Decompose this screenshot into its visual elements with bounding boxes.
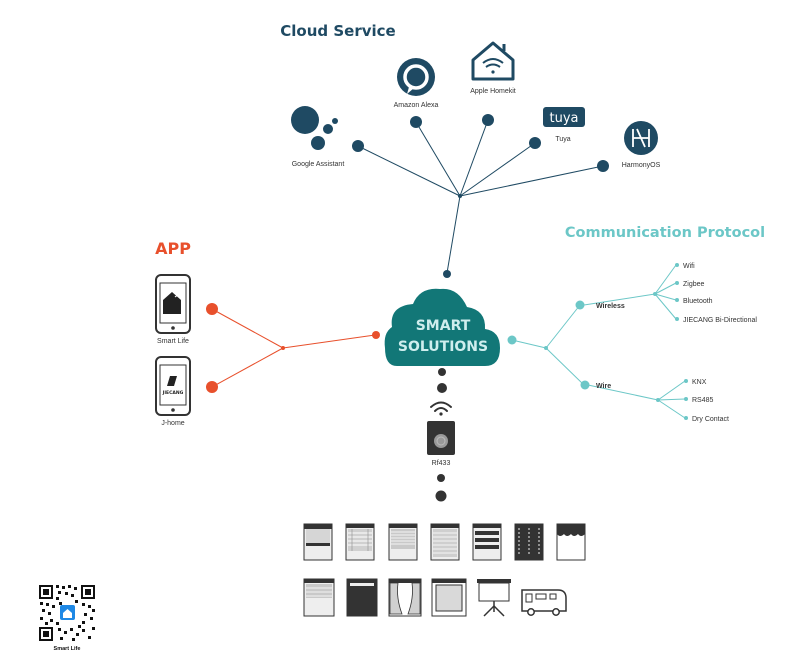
tuya-label: Tuya [555,136,570,143]
wire-items: KNX RS485 Dry Contact [684,379,729,423]
roman-blind-icon [303,578,335,617]
jiecang-logo-text: JIECANG [162,390,184,396]
wire-item-dry-contact: Dry Contact [692,416,729,423]
app-connector-lines [211,308,376,388]
tuya-logo-icon: tuya [543,107,585,127]
app-endpoint-dot [372,331,380,339]
projector-screen-icon [477,579,511,617]
wireless-node-dot [575,300,585,310]
curtain-icon [388,578,422,617]
wifi-signal-icon [430,401,452,416]
alexa-node-dot [410,116,422,128]
jhome-node-dot [206,381,218,393]
products-row-2 [303,578,567,617]
blackout-roller-icon [346,578,378,617]
smart-solutions-line2: SOLUTIONS [398,339,488,355]
amazon-alexa-icon [397,58,435,96]
wireless-item-wifi: Wifi [683,263,695,270]
protocol-endpoint-dot [507,335,517,345]
wireless-junction [653,292,657,296]
protocol-connector-lines [511,264,686,419]
products-row-1 [303,523,586,561]
apple-homekit-label: Apple Homekit [470,88,516,95]
protocol-junction [544,346,548,350]
apple-homekit-icon [471,41,515,81]
google-assistant-label: Google Assistant [292,161,345,168]
harmony-node-dot [597,160,609,172]
wire-label: Wire [596,383,611,390]
honeycomb-blind-icon [430,523,460,561]
wireless-item-jiecang: JIECANG Bi-Directional [683,317,757,324]
google-assistant-icon [291,106,338,150]
app-title: APP [155,239,191,258]
cloud-service-connector-lines [357,119,604,274]
qr-code-label: Smart Life [54,646,81,652]
venetian-blind-icon [345,523,375,561]
shutter-icon [514,523,544,561]
jhome-label: J-home [161,420,184,427]
zebra-blind-icon [472,523,502,561]
harmonyos-label: HarmonyOS [622,162,661,169]
hub-to-remote-dots [437,368,447,393]
app-junction [281,346,285,350]
wireless-item-zigbee: Zigbee [683,281,705,288]
communication-protocol-title: Communication Protocol [565,225,765,241]
pleated-blind-icon [388,523,418,561]
smart-life-label: Smart Life [157,338,189,345]
smart-solutions-line1: SMART [416,318,471,334]
wireless-label: Wireless [596,303,625,310]
wire-item-rs485: RS485 [692,397,714,404]
harmonyos-icon [624,121,658,155]
rf433-remote-icon [427,421,455,455]
wire-item-knx: KNX [692,379,707,386]
motorized-screen-icon [431,578,467,617]
smart-life-node-dot [206,303,218,315]
rf433-label: Rf433 [432,460,451,467]
cloud-service-junction [458,194,462,198]
roller-blind-icon [303,523,333,561]
wire-junction [656,398,660,402]
smart-solutions-cloud: SMART SOLUTIONS [384,288,500,366]
awning-icon [556,523,586,561]
rv-camper-icon [521,589,567,616]
wireless-item-bluetooth: Bluetooth [683,298,713,305]
tuya-node-dot [529,137,541,149]
remote-to-products-dots [435,474,447,502]
tuya-logo-text: tuya [550,111,579,126]
amazon-alexa-label: Amazon Alexa [394,102,439,109]
cloud-service-title: Cloud Service [280,22,395,40]
jhome-phone-icon: JIECANG [155,356,191,416]
cloud-service-endpoint-dot [443,270,451,278]
smart-life-qr-code [38,584,96,642]
wireless-items: Wifi Zigbee Bluetooth JIECANG Bi-Directi… [675,263,757,324]
google-node-dot [352,140,364,152]
smart-life-phone-icon [155,274,191,334]
wire-node-dot [580,380,590,390]
homekit-node-dot [482,114,494,126]
